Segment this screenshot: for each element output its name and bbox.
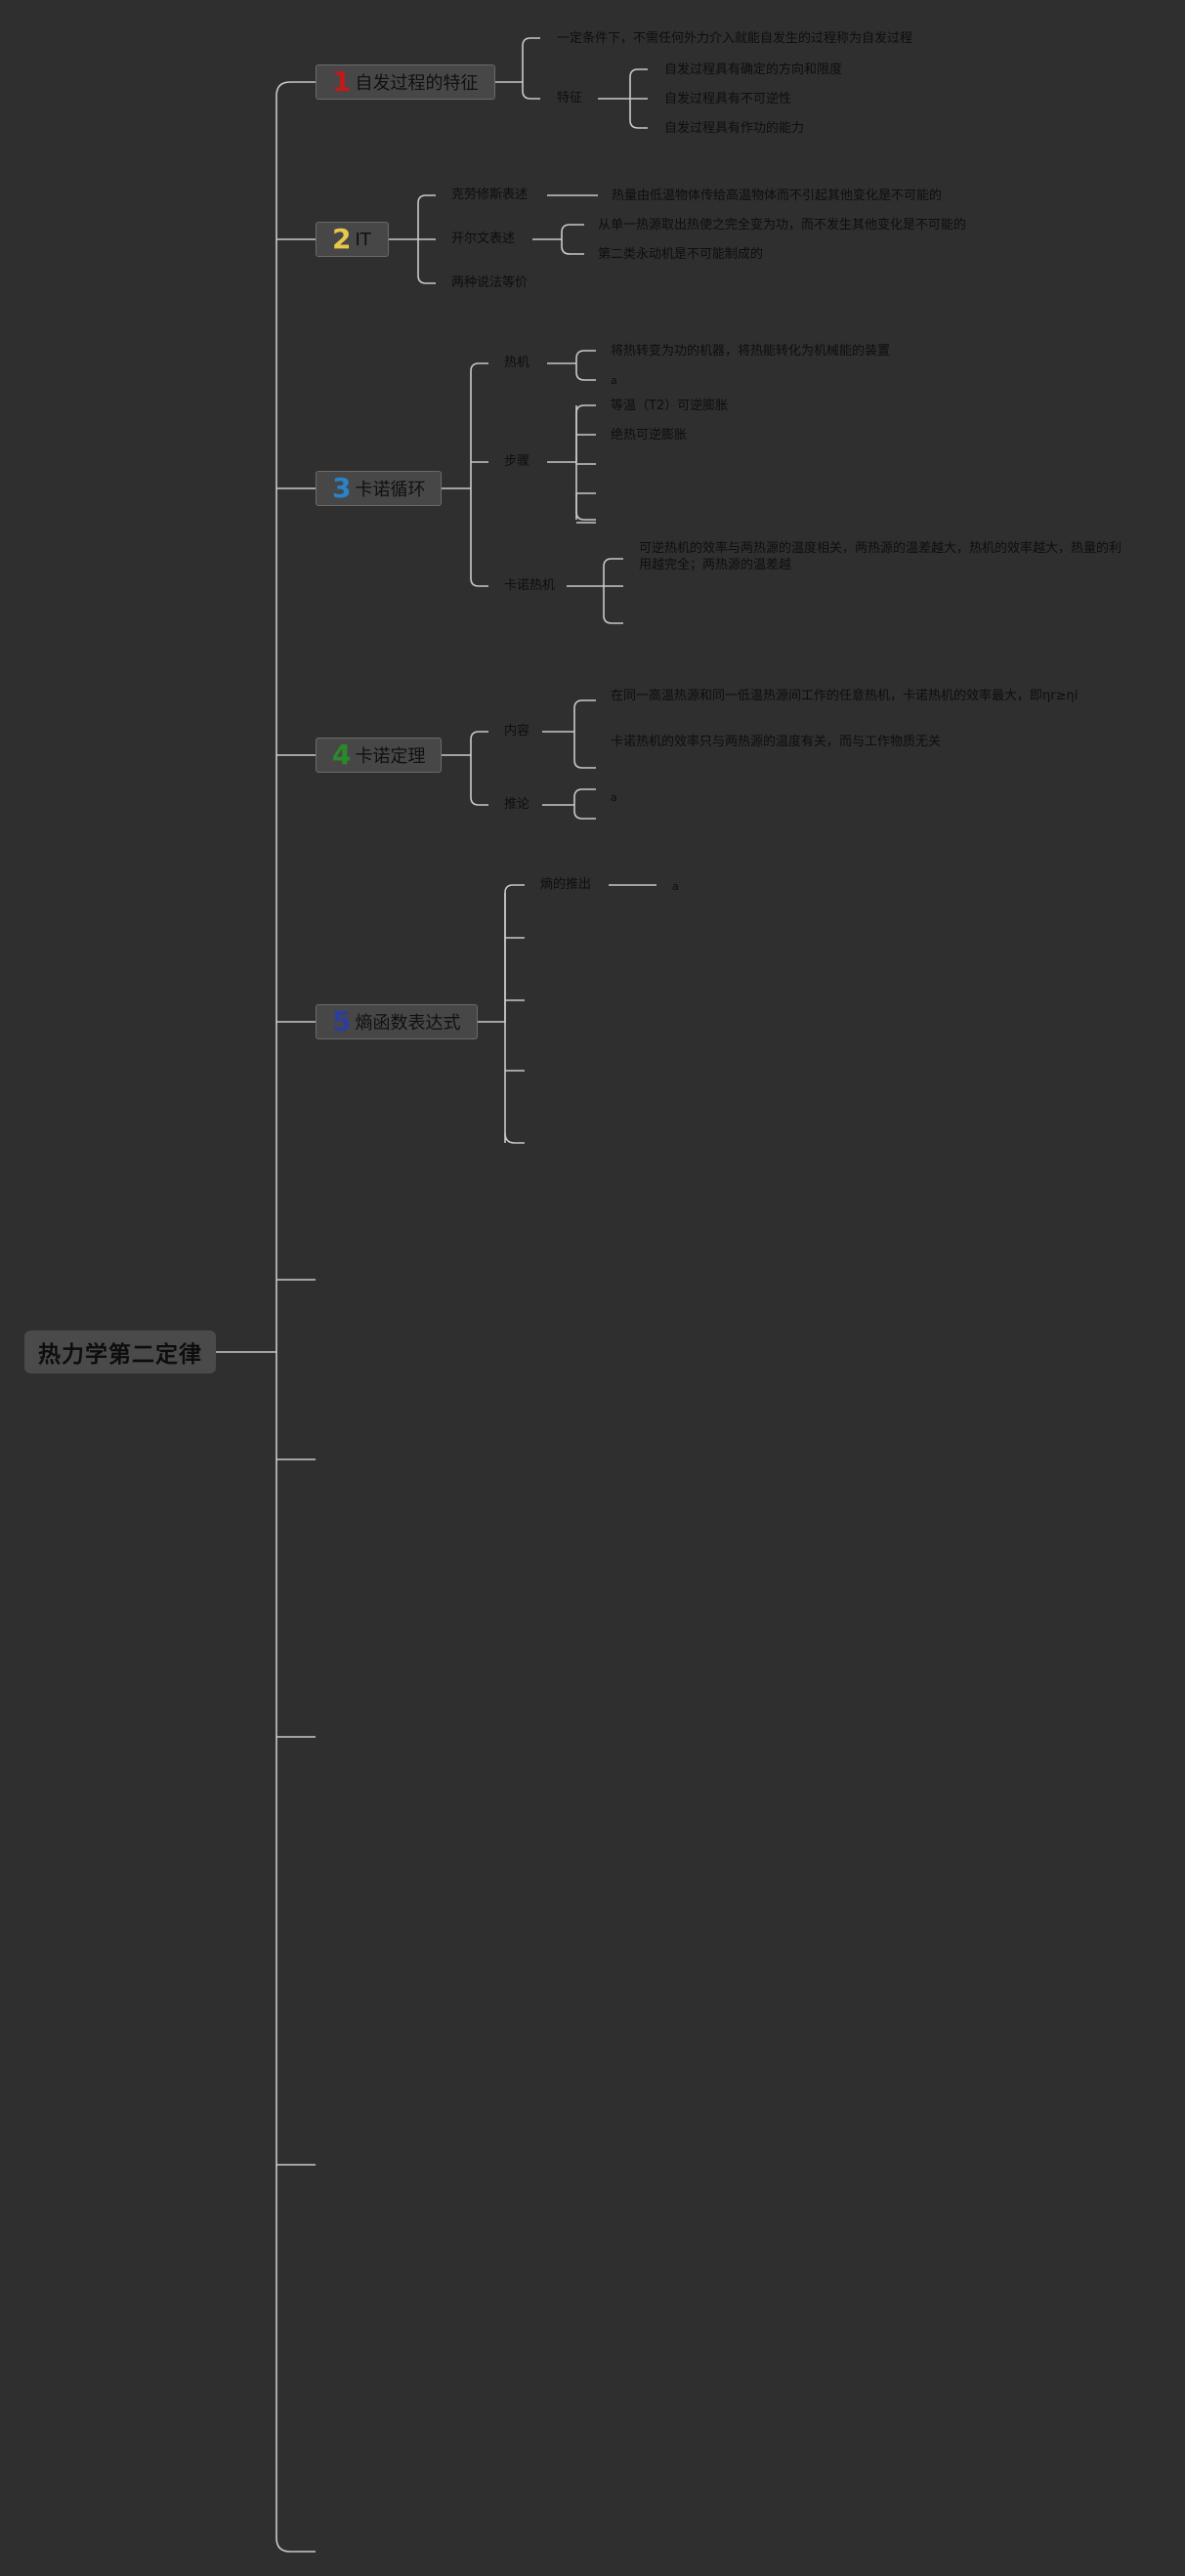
feature-item[interactable]: 自发过程具有不可逆性 [664,92,792,106]
entropy-derivation-item[interactable]: a [672,880,679,893]
topic-number: 2 [332,223,352,255]
kelvin-node[interactable]: 开尔文表述 [451,232,516,246]
kelvin-item[interactable]: 第二类永动机是不可能制成的 [598,247,764,262]
heat-engine-item[interactable]: a [611,374,617,387]
carnot-engine-node[interactable]: 卡诺热机 [504,578,556,593]
topic-carnot-cycle[interactable]: 3 卡诺循环 [316,471,442,506]
definition-node[interactable]: 一定条件下，不需任何外力介入就能自发生的过程称为自发过程 [557,31,913,46]
topic-label: 自发过程的特征 [355,73,479,94]
root-topic[interactable]: 热力学第二定律 [24,1330,216,1373]
feature-item[interactable]: 自发过程具有作功的能力 [664,121,805,136]
topic-label: 卡诺定理 [355,746,426,767]
topic-number: 4 [332,739,352,771]
heat-engine-item[interactable]: 将热转变为功的机器，将热能转化为机械能的装置 [611,344,891,359]
feature-node[interactable]: 特征 [557,91,583,106]
step-item[interactable]: 绝热可逆膨胀 [611,428,688,443]
carnot-engine-item[interactable]: 可逆热机的效率与两热源的温度相关，两热源的温差越大，热机的效率越大，热量的利用越… [639,541,1122,572]
kelvin-item[interactable]: 从单一热源取出热使之完全变为功，而不发生其他变化是不可能的 [598,218,967,232]
topic-spontaneous-process[interactable]: 1 自发过程的特征 [316,64,495,100]
feature-item[interactable]: 自发过程具有确定的方向和限度 [664,63,843,77]
topic-label: IT [355,229,371,250]
steps-node[interactable]: 步骤 [504,454,530,469]
entropy-derivation-node[interactable]: 熵的推出 [540,877,592,892]
topic-it[interactable]: 2 IT [316,222,389,257]
topic-number: 3 [332,472,352,504]
topic-number: 5 [332,1005,352,1037]
content-node[interactable]: 内容 [504,724,530,739]
topic-carnot-theorem[interactable]: 4 卡诺定理 [316,738,442,773]
step-item[interactable]: 等温（T2）可逆膨胀 [611,399,729,413]
corollary-item[interactable]: a [611,791,617,804]
clausius-statement[interactable]: 热量由低温物体传给高温物体而不引起其他变化是不可能的 [612,189,943,203]
topic-label: 熵函数表达式 [355,1013,461,1034]
topic-number: 1 [332,65,352,98]
content-item[interactable]: 在同一高温热源和同一低温热源间工作的任意热机，卡诺热机的效率最大，即ηr≥ηi [611,689,1079,703]
topic-entropy-function[interactable]: 5 熵函数表达式 [316,1004,478,1039]
corollary-node[interactable]: 推论 [504,797,530,812]
clausius-node[interactable]: 克劳修斯表述 [451,188,529,202]
topic-label: 卡诺循环 [355,480,426,500]
heat-engine-node[interactable]: 热机 [504,356,530,370]
equivalence-node[interactable]: 两种说法等价 [451,275,529,290]
content-item[interactable]: 卡诺热机的效率只与两热源的温度有关，而与工作物质无关 [611,735,942,749]
